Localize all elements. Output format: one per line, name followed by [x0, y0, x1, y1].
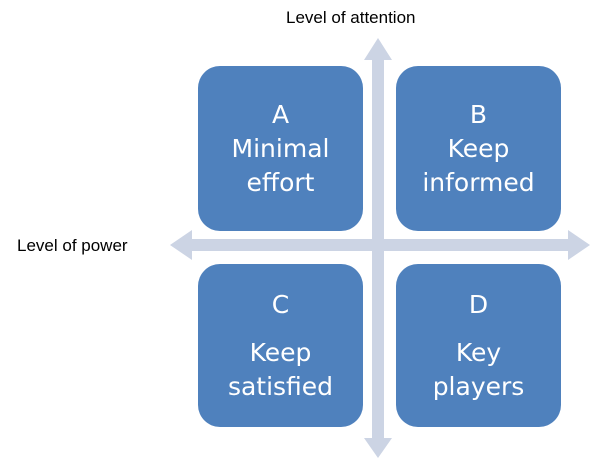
- vertical-axis-label: Level of attention: [286, 8, 416, 27]
- horizontal-axis-label: Level of power: [17, 236, 128, 255]
- quadrant-a-line1: Minimal: [231, 133, 330, 163]
- quadrant-d: D Key players: [396, 264, 561, 427]
- quadrant-c: C Keep satisfied: [198, 264, 363, 427]
- quadrant-b-line1: Keep: [447, 133, 510, 163]
- quadrant-d-letter: D: [468, 289, 489, 319]
- quadrant-a-letter: A: [271, 99, 290, 129]
- quadrant-b: B Keep informed: [396, 66, 561, 231]
- quadrant-c-letter: C: [271, 289, 290, 319]
- quadrant-a: A Minimal effort: [198, 66, 363, 231]
- quadrant-d-line1: Key: [455, 337, 502, 367]
- quadrant-c-line1: Keep: [249, 337, 312, 367]
- quadrant-d-line2: players: [432, 371, 525, 401]
- quadrant-b-line2: informed: [422, 167, 535, 197]
- horizontal-axis-arrow: [170, 230, 590, 260]
- quadrant-a-line2: effort: [246, 167, 315, 197]
- quadrant-b-letter: B: [469, 99, 488, 129]
- quadrant-c-line2: satisfied: [227, 371, 334, 401]
